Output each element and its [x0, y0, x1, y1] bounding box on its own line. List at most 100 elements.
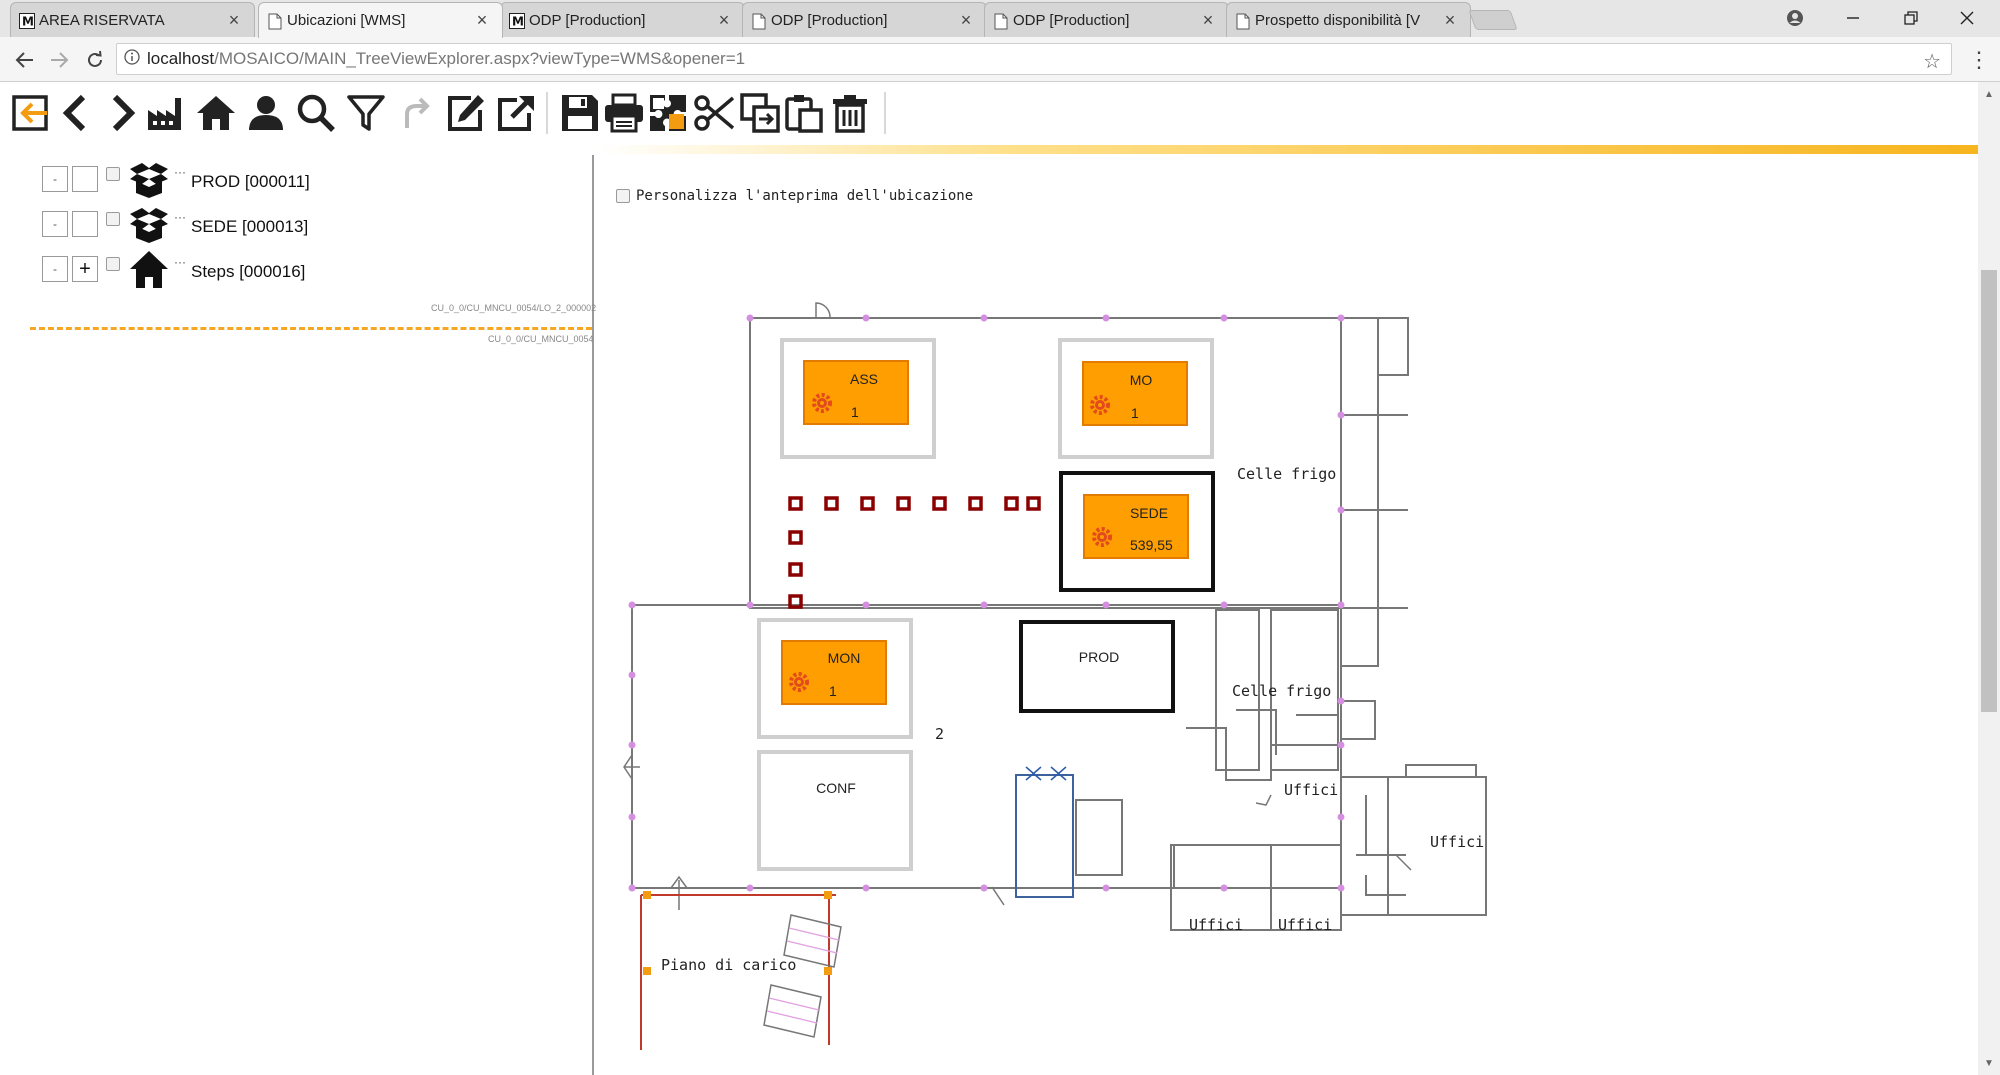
room-label: Uffici [1189, 916, 1243, 934]
path-code: CU_0_0/CU_MNCU_0054/LO_2_000002 [431, 303, 597, 313]
scroll-up-icon[interactable]: ▲ [1984, 88, 1994, 100]
tab-prospetto[interactable]: Prospetto disponibilità [V × [1226, 2, 1471, 37]
location-name: SEDE [1130, 505, 1168, 521]
scrollbar[interactable]: ▲ ▼ [1978, 82, 2000, 1075]
svg-text:M: M [512, 15, 524, 29]
collapse-toggle[interactable]: - [42, 211, 68, 237]
location-value: 539,55 [1130, 537, 1173, 553]
expander[interactable] [72, 211, 98, 237]
tab-odp-2[interactable]: ODP [Production] × [742, 2, 987, 37]
print-icon[interactable] [602, 90, 646, 136]
box-icon [128, 206, 170, 244]
save-icon[interactable] [558, 90, 602, 136]
toolbar-separator [884, 92, 886, 134]
edit-icon[interactable] [444, 90, 488, 136]
path-markers [788, 496, 1041, 609]
location-prod-label[interactable]: PROD [1079, 649, 1119, 665]
filter-icon[interactable] [344, 90, 388, 136]
tree-label[interactable]: SEDE [000013] [191, 217, 309, 236]
gear-icon [789, 672, 809, 692]
customize-preview-option[interactable]: Personalizza l'anteprima dell'ubicazione [616, 188, 973, 204]
tree-checkbox[interactable] [106, 212, 120, 226]
expander[interactable] [72, 166, 98, 192]
copy-icon[interactable] [738, 90, 782, 136]
scroll-down-icon[interactable]: ▼ [1984, 1057, 1994, 1069]
tab-ubicazioni[interactable]: Ubicazioni [WMS] × [258, 2, 503, 38]
location-mo[interactable]: MO 1 [1082, 361, 1188, 426]
close-icon[interactable]: × [476, 10, 488, 30]
collapse-toggle[interactable]: - [42, 256, 68, 282]
browser-back-icon[interactable] [10, 45, 40, 75]
address-bar-area: localhost/MOSAICO/MAIN_TreeViewExplorer.… [0, 37, 2000, 82]
user-icon[interactable] [244, 90, 288, 136]
page-icon [751, 12, 767, 30]
tree-item-sede[interactable]: - ··· SEDE [000013] [42, 204, 562, 244]
tree-item-prod[interactable]: - ··· PROD [000011] [42, 159, 562, 199]
dashed-separator [30, 327, 592, 330]
tree-checkbox[interactable] [106, 167, 120, 181]
back-icon[interactable] [54, 90, 98, 136]
close-icon[interactable]: × [960, 9, 972, 30]
cut-icon[interactable] [692, 90, 736, 136]
close-icon[interactable]: × [1444, 9, 1456, 30]
room-label: Piano di carico [661, 956, 796, 974]
tab-area-riservata[interactable]: M AREA RISERVATA × [10, 2, 255, 37]
gear-icon [1090, 395, 1110, 415]
location-conf-label[interactable]: CONF [816, 780, 856, 796]
room-label: 2 [935, 725, 944, 743]
redo-icon[interactable] [394, 90, 438, 136]
tab-odp-3[interactable]: ODP [Production] × [984, 2, 1229, 37]
factory-icon[interactable] [144, 90, 188, 136]
customize-checkbox[interactable] [616, 189, 630, 203]
map-panel: Personalizza l'anteprima dell'ubicazione [596, 155, 1978, 1075]
search-icon[interactable] [294, 90, 338, 136]
new-tab-button[interactable] [1468, 10, 1518, 30]
bookmark-star-icon[interactable]: ☆ [1923, 51, 1941, 73]
url-input[interactable]: localhost/MOSAICO/MAIN_TreeViewExplorer.… [116, 43, 1952, 75]
office-detail [1015, 766, 1074, 898]
tree-connector: ··· [174, 210, 186, 224]
scroll-thumb[interactable] [1981, 270, 1997, 712]
close-icon[interactable]: × [228, 9, 240, 30]
home-icon[interactable] [194, 90, 238, 136]
open-external-icon[interactable] [494, 90, 538, 136]
collapse-toggle[interactable]: - [42, 166, 68, 192]
close-icon[interactable]: × [718, 9, 730, 30]
close-window-icon[interactable] [1950, 4, 1984, 32]
paste-icon[interactable] [782, 90, 826, 136]
tab-title: ODP [Production] [1013, 11, 1130, 29]
page-icon [267, 12, 283, 30]
tree-label[interactable]: PROD [000011] [191, 172, 310, 191]
exit-icon[interactable] [10, 90, 54, 136]
tree-panel: - ··· PROD [000011] - ··· SEDE [000013] … [0, 155, 597, 1075]
location-ass[interactable]: ASS 1 [803, 360, 909, 425]
browser-forward-icon[interactable] [44, 45, 74, 75]
browser-menu-icon[interactable]: ⋮ [1968, 47, 1990, 72]
forward-icon[interactable] [100, 90, 144, 136]
selected-frames [1019, 471, 1215, 713]
delete-icon[interactable] [828, 90, 872, 136]
url-path: /MOSAICO/MAIN_TreeViewExplorer.aspx?view… [214, 49, 746, 68]
tree-label[interactable]: Steps [000016] [191, 262, 306, 281]
url-host: localhost [147, 49, 215, 68]
profile-icon[interactable] [1778, 4, 1812, 32]
app-logo-icon: M [19, 12, 35, 30]
app-toolbar [0, 82, 1982, 147]
room-label: Uffici [1284, 781, 1338, 799]
puzzle-icon[interactable] [646, 90, 690, 136]
restore-icon[interactable] [1894, 4, 1928, 32]
tree-item-steps[interactable]: - + ··· Steps [000016] [42, 249, 562, 289]
tab-odp-1[interactable]: M ODP [Production] × [500, 2, 745, 37]
location-value: 1 [1131, 405, 1139, 421]
info-icon[interactable] [117, 48, 147, 70]
svg-text:M: M [22, 15, 34, 29]
location-sede[interactable]: SEDE 539,55 [1083, 494, 1189, 559]
reload-icon[interactable] [80, 45, 110, 75]
expand-toggle[interactable]: + [72, 256, 98, 282]
tree-checkbox[interactable] [106, 257, 120, 271]
minimize-icon[interactable] [1836, 4, 1870, 32]
location-mon[interactable]: MON 1 [781, 640, 887, 705]
wall-nodes [628, 314, 1345, 892]
tab-title: Prospetto disponibilità [V [1255, 11, 1421, 29]
close-icon[interactable]: × [1202, 9, 1214, 30]
